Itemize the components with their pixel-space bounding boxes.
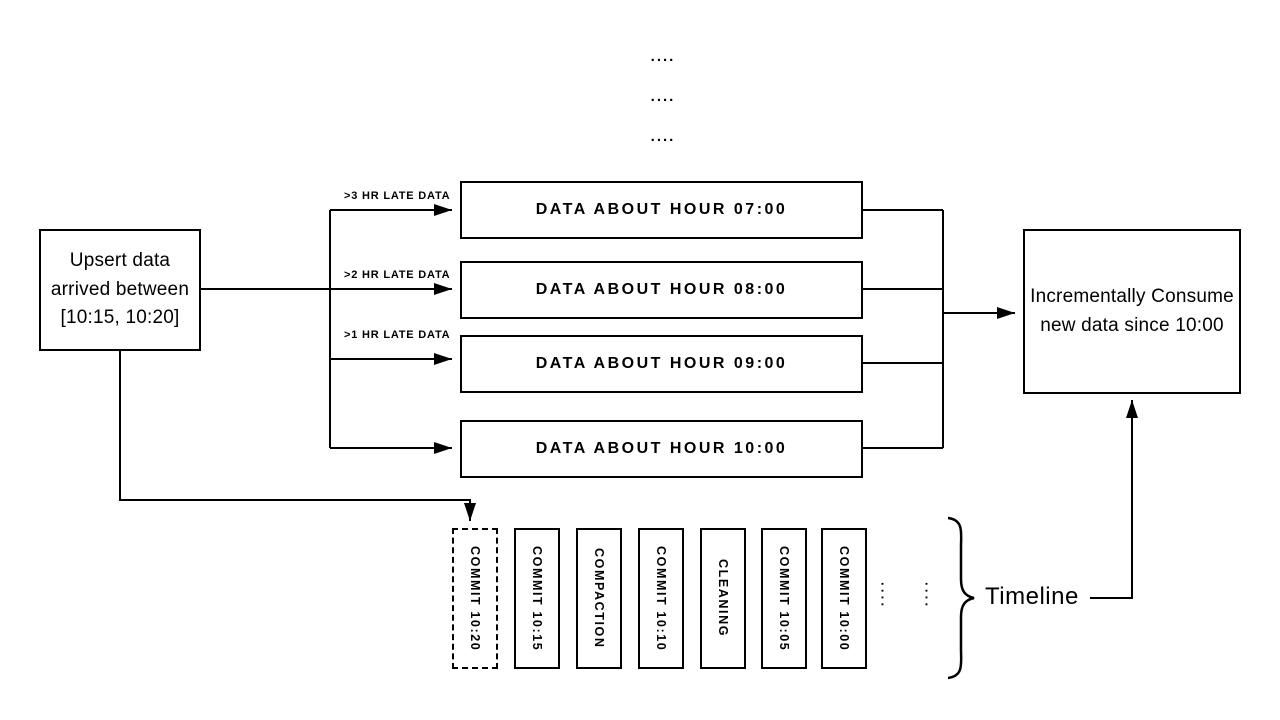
timeline-entry-commit-1020-label: COMMIT 10:20 [468,545,482,652]
data-box-hour-0800: DATA ABOUT HOUR 08:00 [460,261,863,319]
timeline-entry-cleaning-label: CLEANING [716,559,730,638]
timeline-entry-commit-1015: COMMIT 10:15 [514,528,560,669]
incremental-consume-label: Incrementally Consume new data since 10:… [1030,286,1234,336]
timeline-entry-commit-1010-label: COMMIT 10:10 [654,545,668,652]
timeline-entry-commit-1005-label: COMMIT 10:05 [777,545,791,652]
timeline-entry-commit-1015-label: COMMIT 10:15 [530,545,544,652]
late-data-label-2hr: >2 HR LATE DATA [344,269,451,281]
arrow-timeline-to-consume [1090,400,1138,599]
data-box-hour-0700-label: DATA ABOUT HOUR 07:00 [535,201,788,218]
timeline-entry-commit-1010: COMMIT 10:10 [638,528,684,669]
late-data-label-3hr: >3 HR LATE DATA [344,190,451,202]
top-ellipsis-row: .... [650,48,676,65]
data-box-hour-1000-label: DATA ABOUT HOUR 10:00 [535,440,788,457]
timeline-entry-commit-1005: COMMIT 10:05 [761,528,807,669]
timeline-entry-compaction: COMPACTION [576,528,622,669]
top-ellipsis-row: .... [650,88,676,105]
timeline-brace [947,516,975,680]
late-data-label-1hr: >1 HR LATE DATA [344,329,451,341]
timeline-label: Timeline [985,583,1079,610]
upsert-data-box: Upsert data arrived between [10:15, 10:2… [39,229,201,351]
timeline-entry-commit-1020: COMMIT 10:20 [452,528,498,669]
data-box-hour-0900: DATA ABOUT HOUR 09:00 [460,335,863,393]
data-box-hour-0900-label: DATA ABOUT HOUR 09:00 [535,355,788,372]
timeline-entry-commit-1000: COMMIT 10:00 [821,528,867,669]
top-ellipsis-row: .... [650,128,676,145]
data-box-hour-0700: DATA ABOUT HOUR 07:00 [460,181,863,239]
timeline-entry-cleaning: CLEANING [700,528,746,669]
arrow-upsert-to-commit [119,351,476,521]
timeline-ellipsis: ···· [919,582,934,610]
data-box-hour-1000: DATA ABOUT HOUR 10:00 [460,420,863,478]
timeline-entry-commit-1000-label: COMMIT 10:00 [837,545,851,652]
incremental-consume-box: Incrementally Consume new data since 10:… [1023,229,1241,394]
upsert-data-label: Upsert data arrived between [10:15, 10:2… [50,250,190,329]
timeline-entry-compaction-label: COMPACTION [592,548,606,649]
timeline-ellipsis: ···· [875,582,890,610]
data-box-hour-0800-label: DATA ABOUT HOUR 08:00 [535,281,788,298]
